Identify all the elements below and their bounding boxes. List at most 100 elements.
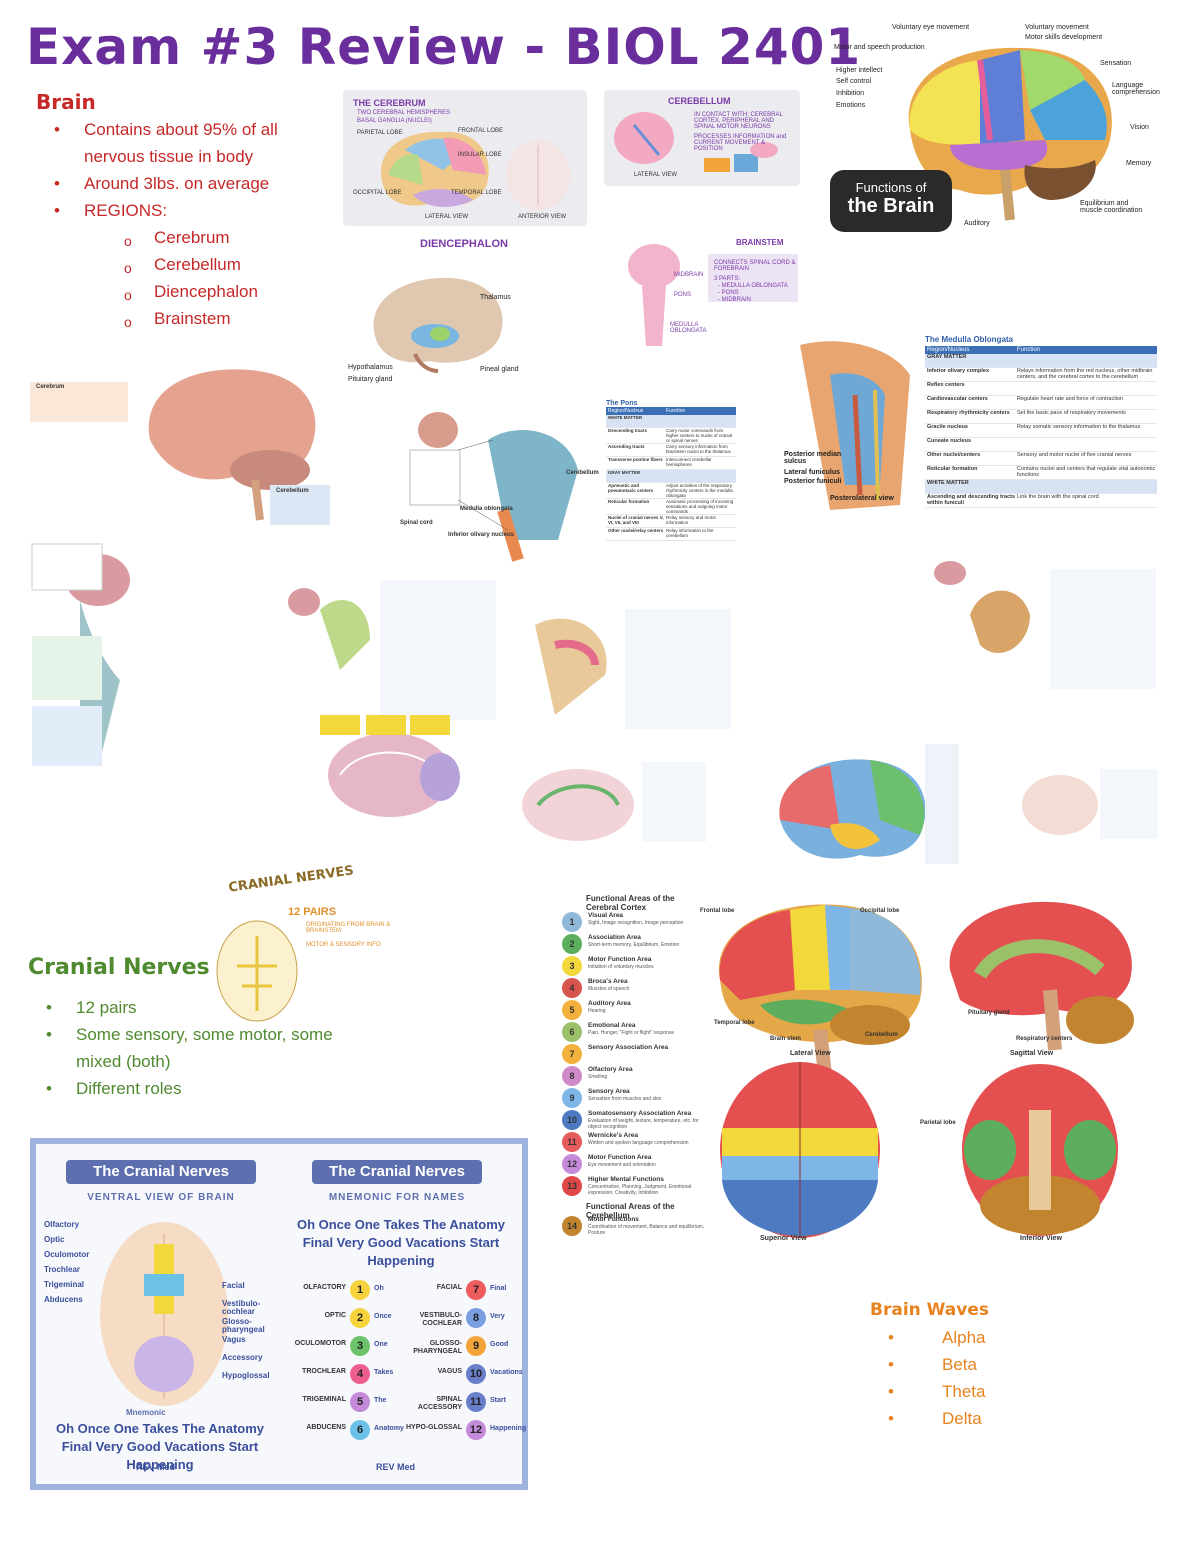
cn-mnemonic-number: 12 <box>466 1420 486 1440</box>
functions-label: Sensation <box>1100 60 1132 67</box>
limbic-illustration <box>320 715 460 817</box>
brainstem-label: MEDULLA OBLONGATA <box>670 322 707 334</box>
functional-cerebellum-title: Functional Areas of the Cerebellum <box>586 1202 675 1220</box>
cerebrum-illustration <box>381 131 570 210</box>
functional-area-name: Auditory Area <box>588 1000 631 1007</box>
cn-nerve-label: Facial <box>222 1281 245 1290</box>
list-item: REGIONS: <box>36 197 336 224</box>
functional-view-label: Respiratory centers <box>1016 1036 1073 1042</box>
functional-view-caption: Inferior View <box>1020 1235 1062 1242</box>
functions-brain-illustration <box>908 47 1112 221</box>
table-cell: Interconnect cerebellar hemispheres <box>666 457 712 467</box>
functional-area-desc: Pain, Hunger, "Fight or flight" response <box>588 1030 675 1036</box>
functional-area-name: Broca's Area <box>588 978 628 985</box>
functional-view-caption: Lateral View <box>790 1050 831 1057</box>
functional-area-desc: Coordination of movement, Balance and eq… <box>588 1224 705 1236</box>
table-row: GRAY MATTER <box>606 470 736 483</box>
functional-area-name: Wernicke's Area <box>588 1132 638 1139</box>
functional-area-desc: Evaluation of weight, texture, temperatu… <box>588 1118 699 1130</box>
list-item: Cerebrum <box>36 224 336 255</box>
cranial-nerves-card: The Cranial Nerves VENTRAL VIEW OF BRAIN… <box>30 1138 528 1490</box>
cn-mnemonic-number: 5 <box>350 1392 370 1412</box>
functional-area-number: 9 <box>562 1088 582 1108</box>
table-cell: Relays information from the red nucleus,… <box>1017 368 1153 380</box>
brainstem-figure: BRAINSTEM CONNECTS SPINAL CORD & FOREBRA… <box>614 236 804 356</box>
brainstem-point: - PONS <box>718 290 739 296</box>
medulla-table-head: Region/Nucleus Function <box>925 346 1157 354</box>
cerebrum-card: THE CEREBRUM TWO CEREBRAL HEMISPHERES BA… <box>343 90 587 226</box>
cn-mnemonic-name: GLOSSO-PHARYNGEAL <box>413 1340 462 1355</box>
functional-view-label: Frontal lobe <box>700 908 735 914</box>
brain-waves: Brain Waves Alpha Beta Theta Delta <box>870 1300 1070 1432</box>
cerebrum-label: PARIETAL LOBE <box>357 130 403 136</box>
cn-mnemonic-number: 4 <box>350 1364 370 1384</box>
diencephalon-illustration <box>373 277 503 373</box>
cn-mnemonic-word: The <box>374 1397 387 1404</box>
cn-mnemonic-number: 11 <box>466 1392 486 1412</box>
cn-right-title: The Cranial Nerves <box>312 1160 482 1184</box>
cerebrum-label: LATERAL VIEW <box>425 214 469 220</box>
functions-label: Inhibition <box>836 90 865 97</box>
medulla-side-label: Posterior median sulcus <box>784 451 842 465</box>
pons-label: Inferior olivary nucleus <box>448 532 515 538</box>
functional-area-number: 13 <box>562 1176 582 1196</box>
cerebellum-illustration <box>614 112 778 172</box>
medulla-side-label: Lateral funiculus <box>784 469 841 476</box>
table-cell: Ascending and descending tracts within f… <box>927 494 1016 506</box>
cn-nerve-label: Hypoglossal <box>222 1371 270 1380</box>
functional-area-number: 4 <box>562 978 582 998</box>
cn-mnemonic-number: 3 <box>350 1336 370 1356</box>
functions-label: Self control <box>836 78 872 85</box>
cn-mnemonic-name: SPINAL ACCESSORY <box>417 1396 462 1411</box>
table-header: Function <box>666 408 686 414</box>
functions-label: Memory <box>1126 160 1152 167</box>
functional-area-desc: Initiation of voluntary muscles <box>588 964 654 970</box>
functions-label: Emotions <box>836 102 866 109</box>
cn-left-title: The Cranial Nerves <box>66 1160 256 1184</box>
cn-left-sub: VENTRAL VIEW OF BRAIN <box>87 1192 235 1203</box>
cn-nerve-label: Trigeminal <box>44 1280 85 1289</box>
functional-area-number: 14 <box>562 1216 582 1236</box>
cn-brand-right: REV Med <box>376 1462 416 1472</box>
cn-mnemonic-word: Vacations <box>490 1369 523 1376</box>
list-item: Around 3lbs. on average <box>36 170 336 197</box>
cn-mnemonic-name: VAGUS <box>437 1368 462 1375</box>
functional-area-name: Sensory Association Area <box>588 1044 669 1051</box>
limbic-system-illustration <box>522 762 706 842</box>
table-cell: Automatic processing of incoming sensati… <box>666 499 734 514</box>
brain-notes: Brain Contains about 95% of all nervous … <box>36 90 336 336</box>
cn-mnemonic-number: 8 <box>466 1308 486 1328</box>
table-cell: Relay information to the cerebellum <box>666 528 714 538</box>
functional-area-number: 6 <box>562 1022 582 1042</box>
functional-areas-legend: Functional Areas of the Cerebral Cortex … <box>560 892 710 1252</box>
table-row: GRAY MATTER <box>925 354 1157 368</box>
functional-view-label: Cerebellum <box>865 1032 898 1038</box>
functional-view-label: Parietal lobe <box>920 1120 956 1126</box>
cn-mnemonic-name: TROCHLEAR <box>302 1368 346 1375</box>
table-cell: Transverse pontine fibers <box>608 457 663 462</box>
medulla-figure: Posterior median sulcus Lateral funiculu… <box>760 335 1160 520</box>
functional-area-desc: Hearing <box>588 1008 606 1014</box>
functions-label: Language comprehension <box>1112 82 1160 96</box>
functional-area-name: Higher Mental Functions <box>588 1176 664 1183</box>
table-cell: GRAY MATTER <box>927 354 967 360</box>
cn-mnemonic-word: Once <box>374 1313 392 1320</box>
table-cell: Adjust activities of the respiratory rhy… <box>666 483 733 498</box>
cn-mnemonic-word: Start <box>490 1397 506 1404</box>
functional-area-number: 7 <box>562 1044 582 1064</box>
functions-badge-line2: the Brain <box>847 195 935 217</box>
functional-areas-illustration <box>718 901 1134 1238</box>
list-item: Cerebellum <box>36 251 336 282</box>
pons-table-title: The Pons <box>606 400 638 407</box>
functional-view-label: Temporal lobe <box>714 1020 755 1026</box>
cerebrum-card-point: TWO CEREBRAL HEMISPHERES <box>357 110 451 116</box>
functional-area-name: Visual Area <box>588 912 624 919</box>
medulla-side-label: Posterior funiculi <box>784 478 842 485</box>
functional-area-number: 8 <box>562 1066 582 1086</box>
cn-mnemonic-word: Very <box>490 1313 505 1320</box>
